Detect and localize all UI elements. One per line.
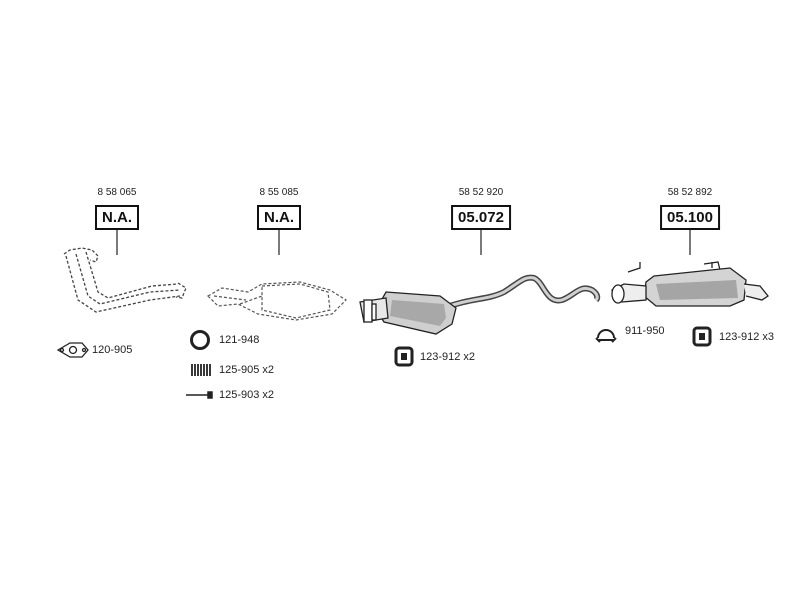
part-code-box[interactable]: N.A.: [95, 205, 139, 230]
ring-icon: [190, 330, 210, 350]
accessory-label: 911-950: [625, 325, 665, 337]
spring-icon: [191, 364, 211, 376]
part-number: 8 55 085: [259, 187, 299, 198]
part-code-box[interactable]: 05.100: [660, 205, 720, 230]
front-pipe-part: [63, 247, 187, 313]
accessory-label: 125-903 x2: [219, 389, 275, 401]
accessory-label: 123-912 x2: [420, 351, 476, 363]
part-number: 58 52 892: [667, 187, 713, 198]
gasket-icon: [56, 342, 89, 358]
accessory-label: 125-905 x2: [219, 364, 275, 376]
accessory-label: 120-905: [92, 344, 133, 356]
middle-silencer-part: [359, 274, 601, 335]
accessory-label: 121-948: [219, 334, 260, 346]
accessory-label: 123-912 x3: [719, 331, 775, 343]
clamp-icon: [595, 329, 617, 343]
rear-silencer-part: [611, 261, 769, 307]
catalytic-converter-part: [207, 281, 347, 321]
part-code-box[interactable]: N.A.: [257, 205, 301, 230]
rubber-hanger-icon: [394, 346, 414, 367]
part-number: 58 52 920: [458, 187, 504, 198]
part-number: 8 58 065: [97, 187, 137, 198]
part-code-box[interactable]: 05.072: [451, 205, 511, 230]
rubber-hanger-icon: [692, 326, 712, 347]
bolt-icon: [186, 391, 213, 399]
